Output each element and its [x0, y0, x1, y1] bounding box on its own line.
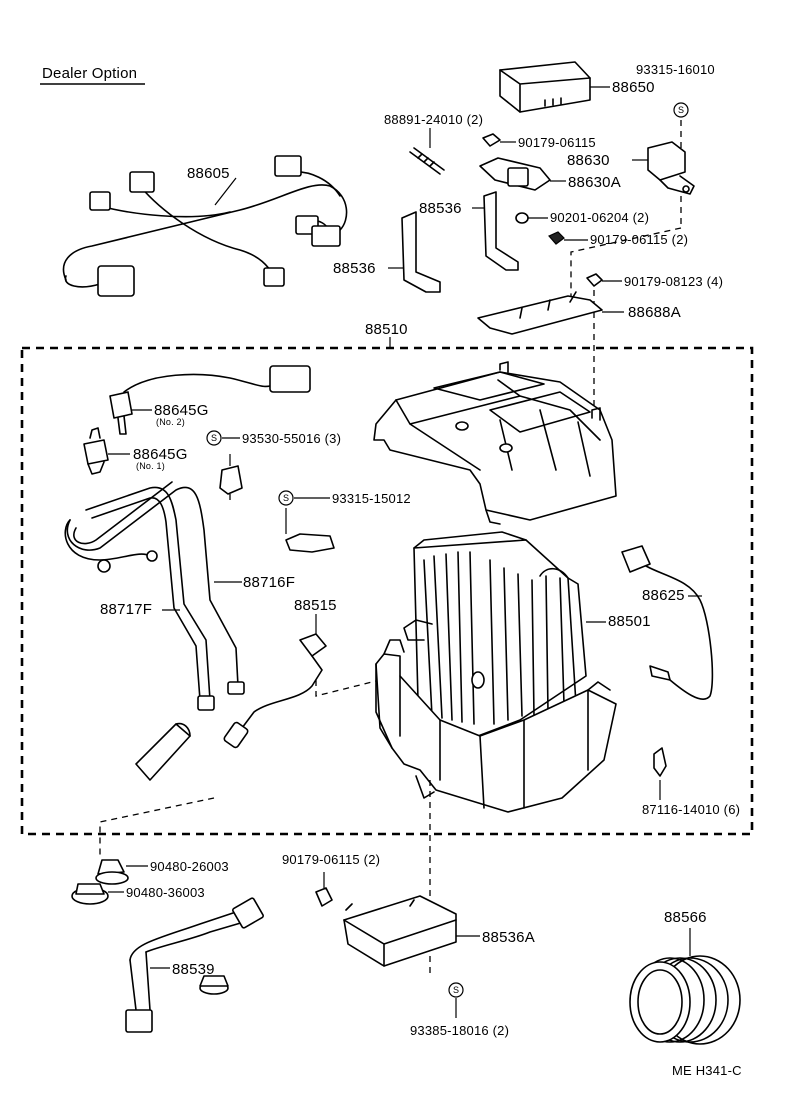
insulation-piece [135, 722, 191, 781]
module-88650 [499, 61, 610, 113]
pipe-88717f [64, 486, 215, 711]
switch-88645g-no1 [83, 427, 130, 475]
label-88891-24010: 88891-24010 (2) [384, 112, 484, 127]
label-88650: 88650 [612, 79, 655, 96]
svg-text:S: S [283, 493, 289, 503]
grommet-90480-36003 [71, 883, 124, 905]
bracket-88536a [343, 895, 480, 967]
label-88510: 88510 [365, 321, 408, 338]
bracket-88688a [477, 291, 624, 335]
label-no1: (No. 1) [136, 461, 165, 471]
clip-93530-55016 [219, 454, 243, 500]
label-90179-06115-top: 90179-06115 [518, 135, 596, 150]
label-88536-lower: 88536 [333, 260, 376, 277]
case-upper [373, 361, 617, 525]
label-93530-55016: 93530-55016 (3) [242, 431, 342, 446]
thermistor-88515 [223, 614, 327, 749]
dealer-option-label: Dealer Option [42, 65, 138, 82]
label-no2: (No. 2) [156, 417, 185, 427]
label-90201-06204: 90201-06204 (2) [550, 210, 650, 225]
sensor-88630a [479, 157, 566, 191]
grommet-90480-26003 [95, 859, 148, 885]
label-88645g-no1: 88645G [133, 446, 188, 463]
bracket-88536-a [472, 191, 519, 271]
washer-90201-06204 [515, 212, 548, 224]
label-88536-upper: 88536 [419, 200, 462, 217]
label-87116-14010: 87116-14010 (6) [642, 802, 741, 817]
label-88566: 88566 [664, 909, 707, 926]
svg-text:S: S [211, 433, 217, 443]
nut-90179-06115-bottom [315, 872, 333, 907]
label-93315-15012: 93315-15012 [332, 491, 411, 506]
dashed-relay-bracket-2 [570, 227, 682, 300]
s-mark-93315-16010: S [673, 102, 689, 118]
diagram-code: ME H341-C [672, 1063, 742, 1078]
nut-90179-06115-mid [548, 231, 588, 245]
duct-88566 [629, 928, 741, 1045]
label-88536a: 88536A [482, 929, 535, 946]
label-93385-18016: 93385-18016 (2) [410, 1023, 510, 1038]
stud-88891-24010 [409, 128, 445, 175]
s-mark-93315-15012: S [278, 490, 294, 506]
assembly-88510-box [20, 346, 754, 836]
label-90179-08123: 90179-08123 (4) [624, 274, 724, 289]
label-90179-06115-mid: 90179-06115 (2) [590, 232, 689, 247]
bracket-88536-b [388, 211, 441, 293]
dashed-88515-leader [315, 679, 381, 697]
label-93315-16010: 93315-16010 [636, 62, 715, 77]
label-88630: 88630 [567, 152, 610, 169]
label-88688a: 88688A [628, 304, 681, 321]
label-90480-36003: 90480-36003 [126, 885, 205, 900]
s-mark-93530-55016: S [206, 430, 222, 446]
svg-text:S: S [453, 985, 459, 995]
label-88717f: 88717F [100, 601, 153, 618]
label-88539: 88539 [172, 961, 215, 978]
sensor-88625 [621, 545, 714, 700]
case-lower [375, 639, 617, 813]
switch-88645g-no2 [109, 365, 311, 435]
label-88630a: 88630A [568, 174, 621, 191]
label-88716f: 88716F [243, 574, 296, 591]
dashed-to-grommet [99, 797, 215, 858]
label-88515: 88515 [294, 597, 337, 614]
clip-87116-14010 [653, 747, 667, 800]
label-90179-06115-bottom: 90179-06115 (2) [282, 852, 381, 867]
clamp-93315-15012 [285, 497, 335, 553]
label-88625: 88625 [642, 587, 685, 604]
grommet-small [199, 975, 229, 995]
pipe-88539 [125, 897, 264, 1033]
pipe-88716f [66, 481, 245, 695]
label-90480-26003: 90480-26003 [150, 859, 229, 874]
label-88605: 88605 [187, 165, 230, 182]
label-88645g-no2: 88645G [154, 402, 209, 419]
svg-text:S: S [678, 105, 684, 115]
nut-90179-06115-top [482, 133, 516, 147]
relay-88630 [632, 141, 695, 195]
harness-88605 [62, 155, 348, 297]
s-mark-93385-18016: S [448, 982, 464, 998]
label-88501: 88501 [608, 613, 651, 630]
nut-90179-08123 [586, 273, 622, 420]
